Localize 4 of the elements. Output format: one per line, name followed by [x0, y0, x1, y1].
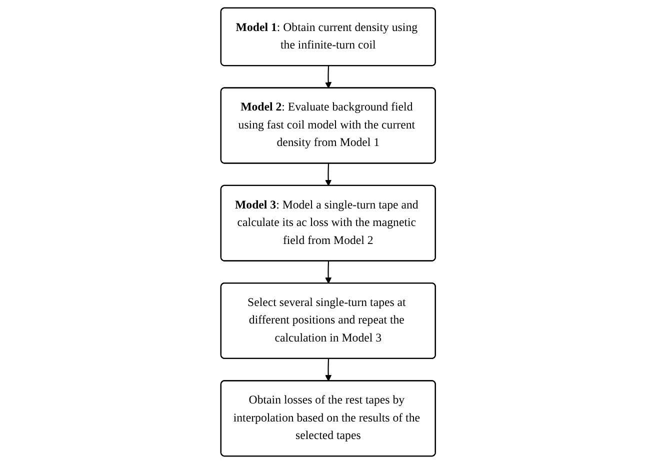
arrow [325, 164, 332, 186]
arrow [325, 261, 332, 284]
arrow [325, 66, 332, 88]
arrow [325, 358, 332, 382]
